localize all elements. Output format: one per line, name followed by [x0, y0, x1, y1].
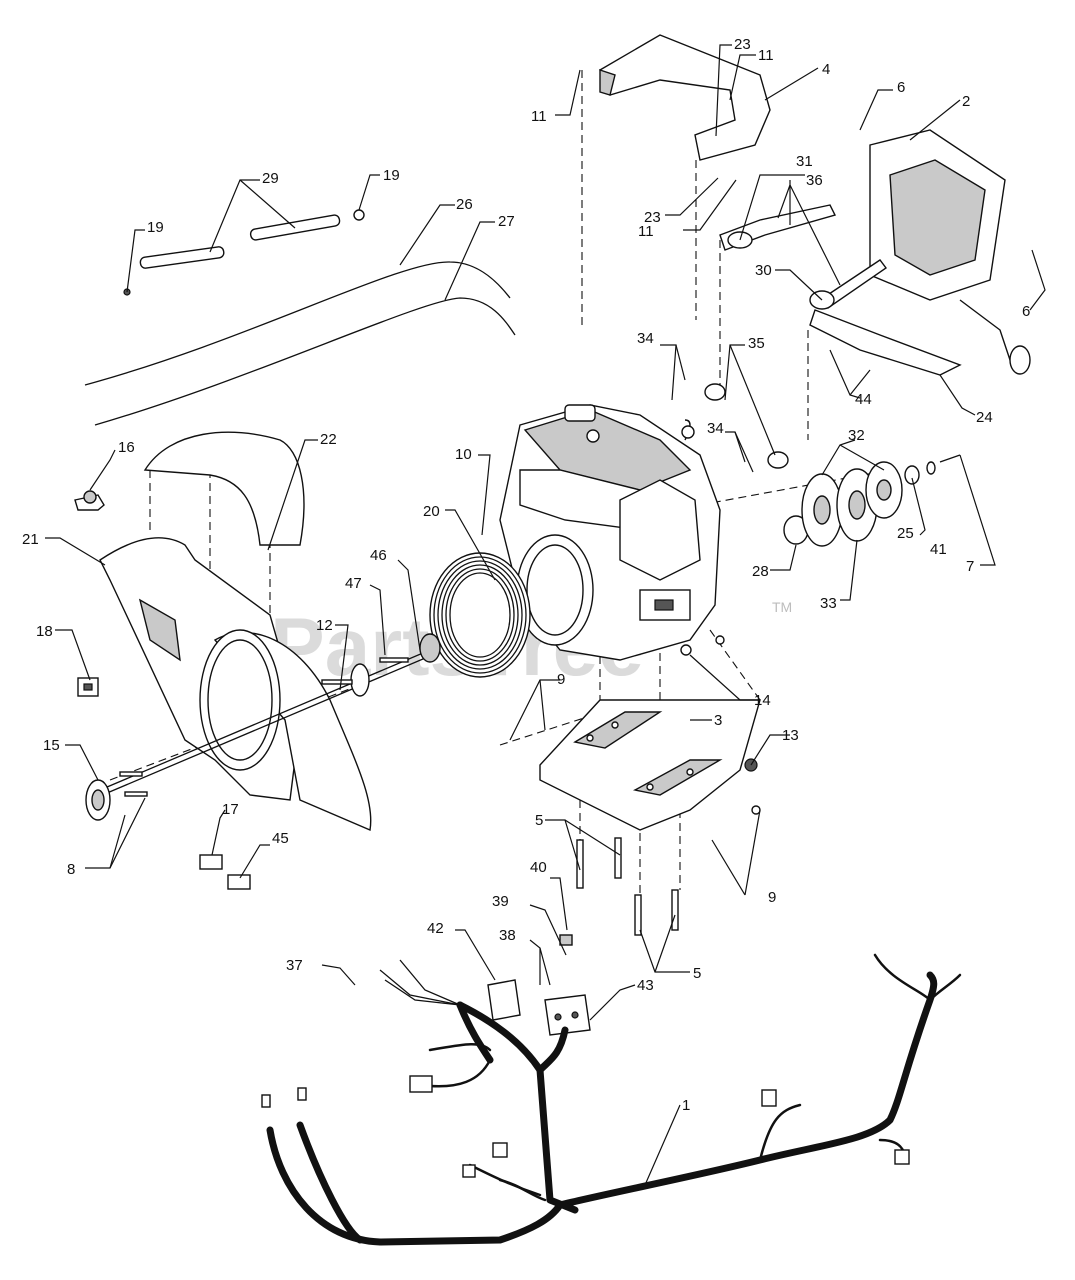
callout-20: 20	[423, 503, 440, 520]
engine	[499, 404, 721, 661]
callout-43: 43	[637, 977, 654, 994]
callout-29: 29	[262, 170, 279, 187]
callout-11-top: 11	[758, 47, 774, 64]
callout-23-lower: 23	[644, 209, 661, 226]
callout-5-lower: 5	[693, 965, 701, 982]
callout-4: 4	[822, 61, 830, 78]
callout-27: 27	[498, 213, 515, 230]
callout-13: 13	[782, 727, 799, 744]
callout-42: 42	[427, 920, 444, 937]
callout-18: 18	[36, 623, 53, 640]
callout-24: 24	[976, 409, 993, 426]
callout-10: 10	[455, 446, 472, 463]
callout-11-left: 11	[531, 108, 547, 125]
callout-44: 44	[855, 391, 872, 408]
blower-housing	[99, 431, 372, 831]
callout-19-right: 19	[383, 167, 400, 184]
callout-41: 41	[930, 541, 947, 558]
callout-32: 32	[848, 427, 865, 444]
callout-45: 45	[272, 830, 289, 847]
callout-8: 8	[67, 861, 75, 878]
alignment-lines	[109, 70, 891, 900]
callout-1: 1	[682, 1097, 690, 1114]
callout-38: 38	[499, 927, 516, 944]
callout-6-right: 6	[1022, 303, 1030, 320]
callout-15: 15	[43, 737, 60, 754]
callout-9-lower: 9	[768, 889, 776, 906]
callout-34-upper: 34	[637, 330, 654, 347]
drive-shaft	[85, 633, 441, 821]
callout-31: 31	[796, 153, 813, 170]
callout-16: 16	[118, 439, 135, 456]
callout-46: 46	[370, 547, 387, 564]
callout-37: 37	[286, 957, 303, 974]
callout-17: 17	[222, 801, 239, 818]
coil-spring	[429, 552, 531, 678]
callout-40: 40	[530, 859, 547, 876]
callout-21: 21	[22, 531, 39, 548]
callout-3: 3	[714, 712, 722, 729]
muffler-assembly	[704, 129, 1031, 469]
callout-6-top: 6	[897, 79, 905, 96]
wiring-harness	[261, 953, 962, 1246]
callout-33: 33	[820, 595, 837, 612]
callout-23-top: 23	[734, 36, 751, 53]
watermark-trademark: TM	[772, 599, 792, 615]
callout-labels: 1 2 3 4 5 5 6 6 7 8 9 9 10 11 11 11 12 1…	[22, 36, 1030, 1114]
callout-26: 26	[456, 196, 473, 213]
callout-22: 22	[320, 431, 337, 448]
callout-11-mid: 11	[638, 223, 654, 240]
callout-19-left: 19	[147, 219, 164, 236]
callout-36: 36	[806, 172, 823, 189]
small-parts	[74, 490, 761, 1036]
leader-lines	[45, 44, 1046, 1186]
callout-34-lower: 34	[707, 420, 724, 437]
callout-25: 25	[897, 525, 914, 542]
pulley-assembly	[783, 454, 961, 547]
callout-39: 39	[492, 893, 509, 910]
callout-28: 28	[752, 563, 769, 580]
control-cables	[84, 209, 516, 426]
callout-12: 12	[316, 617, 333, 634]
callout-47: 47	[345, 575, 362, 592]
callout-14: 14	[754, 692, 771, 709]
engine-mounting-plate	[539, 699, 761, 831]
callout-35: 35	[748, 335, 765, 352]
callout-7: 7	[966, 558, 974, 575]
callout-2: 2	[962, 93, 970, 110]
callout-9-upper: 9	[557, 671, 565, 688]
callout-5-upper: 5	[535, 812, 543, 829]
callout-30: 30	[755, 262, 772, 279]
upper-shroud	[599, 34, 771, 161]
